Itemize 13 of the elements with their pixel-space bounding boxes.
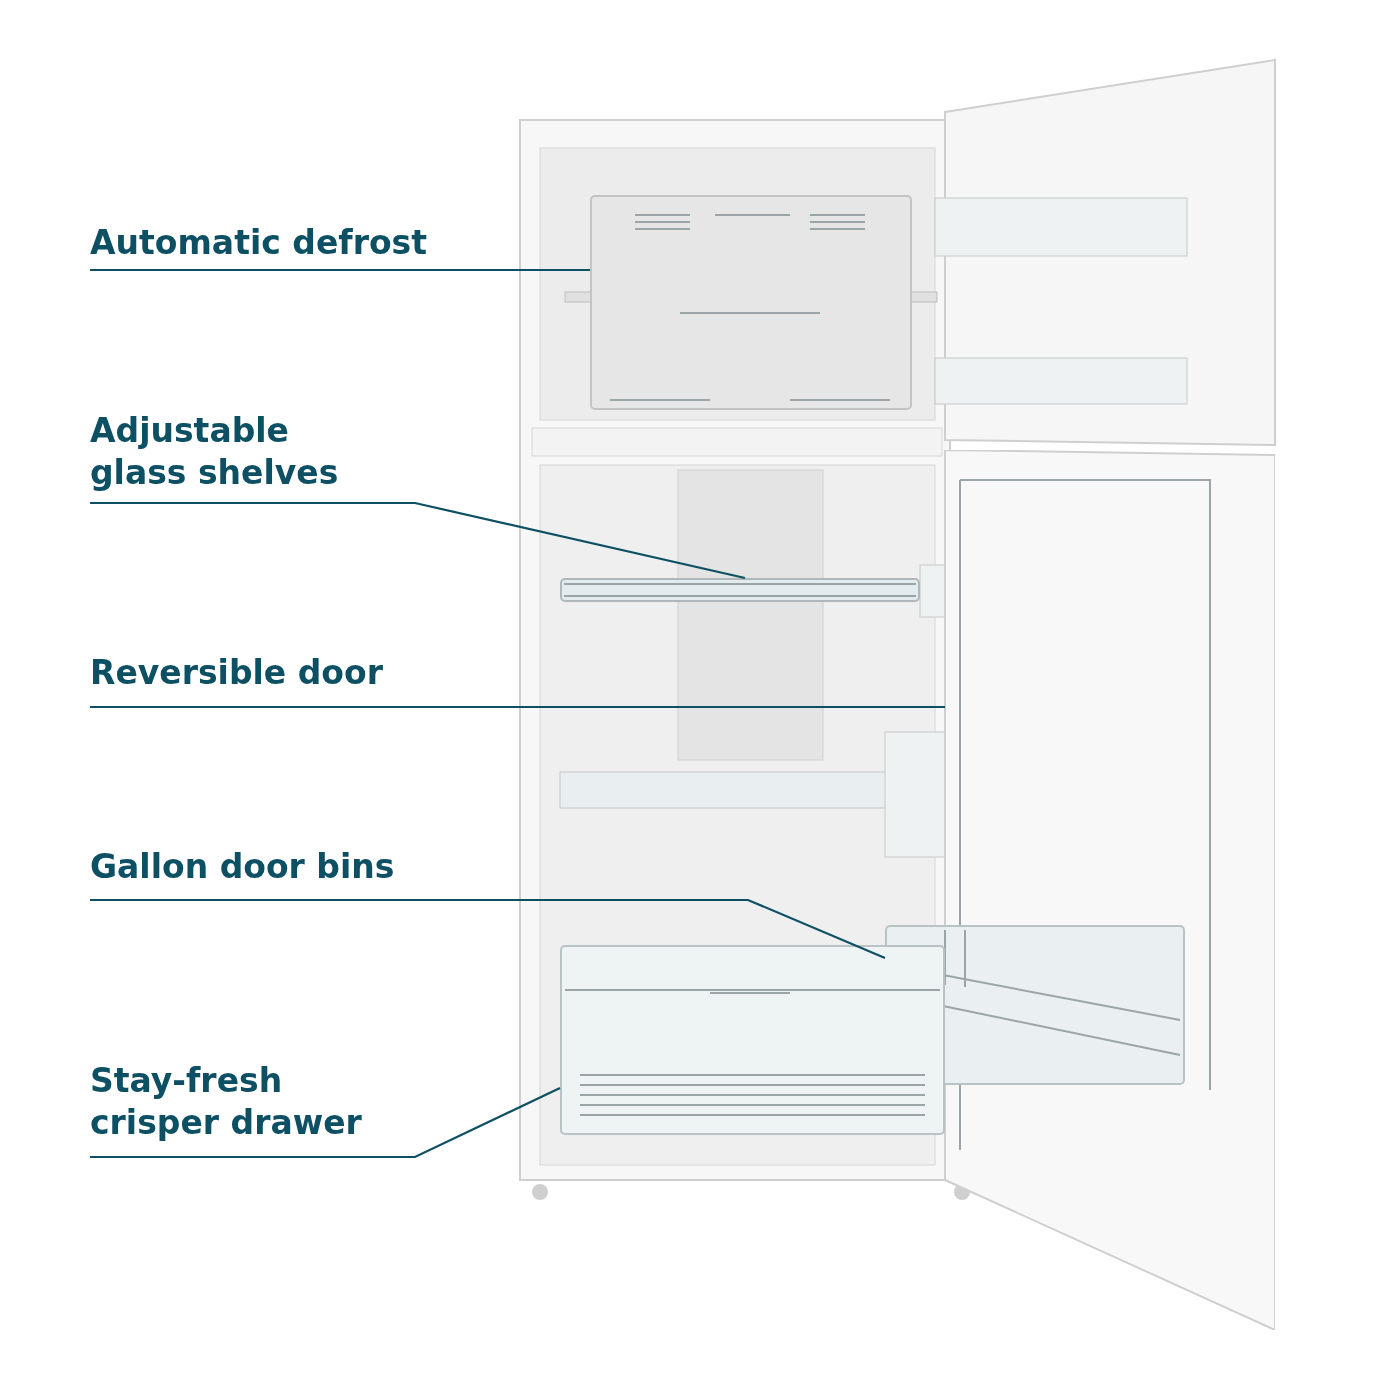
callout-label: Automatic defrost	[90, 222, 510, 270]
freezer-back-panel	[590, 195, 912, 410]
callout-label: Stay-fresh crisper drawer	[90, 1060, 410, 1157]
leader-line	[90, 898, 886, 959]
glass-shelf	[560, 578, 920, 602]
leader-line	[90, 268, 590, 272]
leader-line	[90, 1087, 561, 1159]
callout-label: Gallon door bins	[90, 846, 510, 900]
callout-label: Adjustable glass shelves	[90, 410, 390, 503]
crisper-drawer	[560, 945, 945, 1135]
callout-label: Reversible door	[90, 652, 510, 707]
leader-line	[90, 705, 945, 709]
leader-line	[90, 501, 746, 580]
